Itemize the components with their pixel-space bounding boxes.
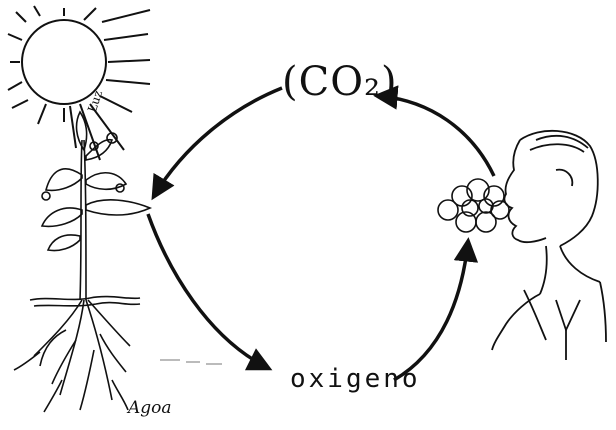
arrow-person-to-co2 [373, 85, 496, 177]
plant-icon [13, 110, 153, 413]
arrow-co2-to-plant [151, 86, 283, 201]
motion-dashes [160, 359, 222, 365]
cycle-arrows [146, 85, 496, 382]
water-label: Agoa [128, 398, 172, 418]
sun-icon [7, 5, 151, 161]
oxygen-label: oxigeno [290, 364, 421, 394]
co2-label: (CO₂) [282, 59, 398, 105]
person-icon [491, 129, 607, 360]
arrow-plant-to-oxygen [146, 213, 273, 371]
breath-cloud-icon [437, 178, 510, 233]
arrow-oxygen-to-person [393, 237, 479, 382]
